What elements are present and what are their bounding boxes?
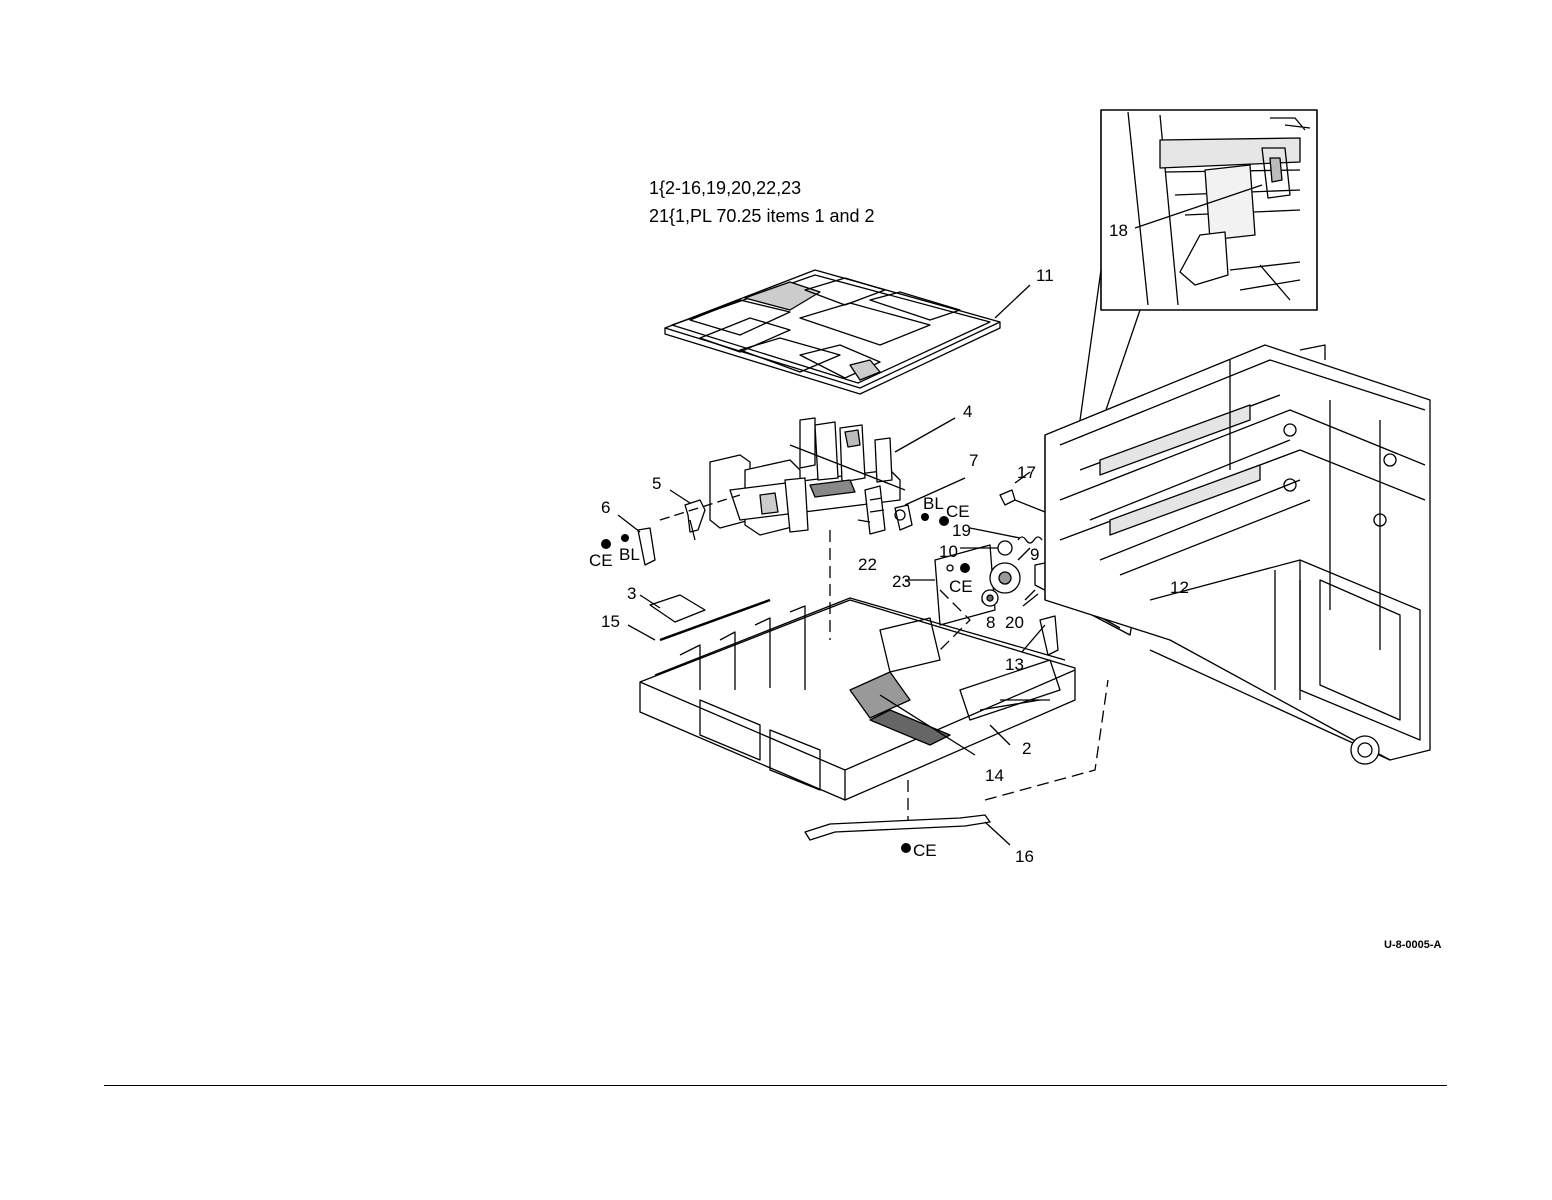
callout-16: 16 — [1015, 848, 1034, 865]
callout-4: 4 — [963, 403, 972, 420]
part-19-spring — [1018, 537, 1042, 543]
part-8-gear — [982, 590, 998, 606]
part-17-bracket — [1000, 490, 1015, 505]
callout-22: 22 — [858, 556, 877, 573]
fastener-label-ce-bottom: CE — [913, 842, 937, 859]
callout-3: 3 — [627, 585, 636, 602]
callout-8: 8 — [986, 614, 995, 631]
callout-15: 15 — [601, 613, 620, 630]
callout-18: 18 — [1109, 222, 1128, 239]
machine-frame — [1045, 345, 1430, 764]
part-6-link — [638, 528, 655, 565]
fastener-label-ce-left: CE — [589, 552, 613, 569]
callout-10: 10 — [939, 543, 958, 560]
part-5-lever — [685, 500, 705, 540]
part-16-rail — [805, 815, 990, 840]
callout-7: 7 — [969, 452, 978, 469]
callout-19: 19 — [952, 522, 971, 539]
figure-id: U-8-0005-A — [1384, 939, 1441, 951]
callout-17: 17 — [1017, 464, 1036, 481]
callout-9: 9 — [1030, 546, 1039, 563]
part-13-bracket — [1040, 616, 1058, 655]
callout-5: 5 — [652, 475, 661, 492]
part-11-cover-plate — [665, 270, 1000, 394]
part-3-sheet — [650, 595, 705, 622]
fastener-label-ce-right: CE — [946, 503, 970, 520]
inset-detail — [1101, 110, 1317, 310]
part-10-shaft — [998, 541, 1012, 555]
fastener-label-bl-left: BL — [619, 546, 640, 563]
part-20-spring — [1023, 590, 1038, 606]
callout-23: 23 — [892, 573, 911, 590]
callout-2: 2 — [1022, 740, 1031, 757]
callout-13: 13 — [1005, 656, 1024, 673]
callout-12: 12 — [1170, 579, 1189, 596]
callout-11: 11 — [1036, 267, 1054, 284]
footer-rule — [104, 1085, 1447, 1086]
callout-20: 20 — [1005, 614, 1024, 631]
fastener-label-bl-right: BL — [923, 495, 944, 512]
part-9-gear — [990, 563, 1020, 593]
legend-line-2: 21{1,PL 70.25 items 1 and 2 — [649, 206, 875, 226]
callout-6: 6 — [601, 499, 610, 516]
fastener-label-ce-mid: CE — [949, 578, 973, 595]
legend-line-1: 1{2-16,19,20,22,23 — [649, 178, 801, 198]
part-7-link — [895, 505, 912, 530]
callout-14: 14 — [985, 767, 1004, 784]
